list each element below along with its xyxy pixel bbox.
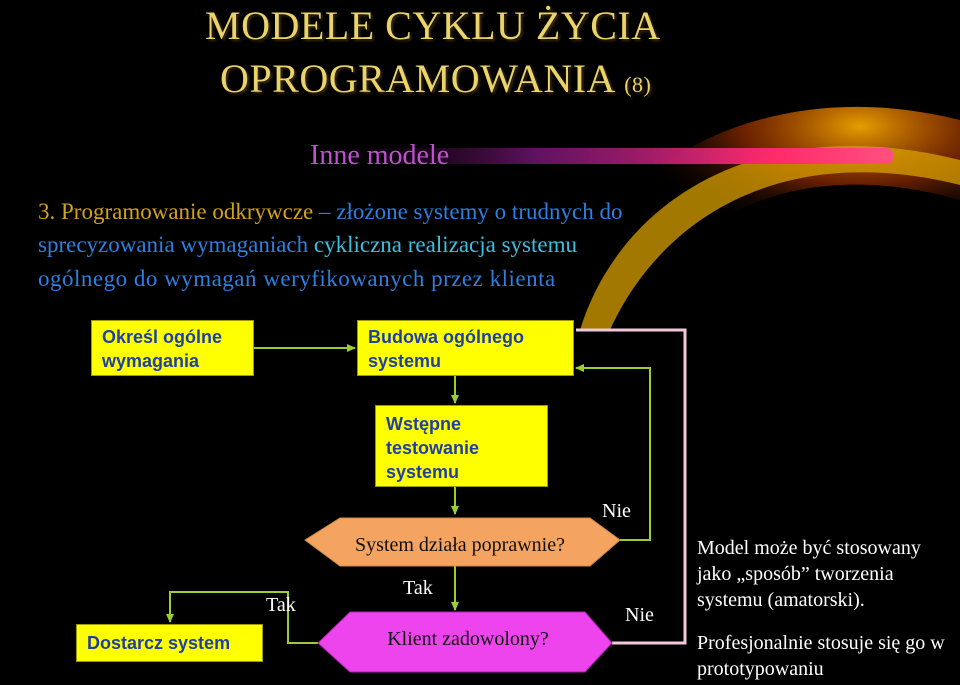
loop-not-satisfied (576, 330, 685, 643)
step-initial-testing: Wstępne testowanie systemu (375, 405, 548, 487)
decision-works-label: System działa poprawnie? (305, 534, 615, 557)
note-amateur-use: Model może być stosowany jako „sposób” t… (697, 535, 960, 613)
label-yes-works: Tak (403, 577, 433, 600)
step-build-system: Budowa ogólnego systemu (357, 320, 574, 376)
label-yes-satisfied: Tak (266, 594, 296, 617)
step-define-requirements: Określ ogólne wymagania (91, 320, 254, 376)
label-no-satisfied: Nie (625, 604, 654, 627)
decision-satisfied-label: Klient zadowolony? (318, 628, 618, 651)
note-professional-use: Profesjonalnie stosuje się go w prototyp… (697, 630, 960, 682)
label-no-works: Nie (602, 500, 631, 523)
step-deliver-system: Dostarcz system (76, 624, 263, 662)
